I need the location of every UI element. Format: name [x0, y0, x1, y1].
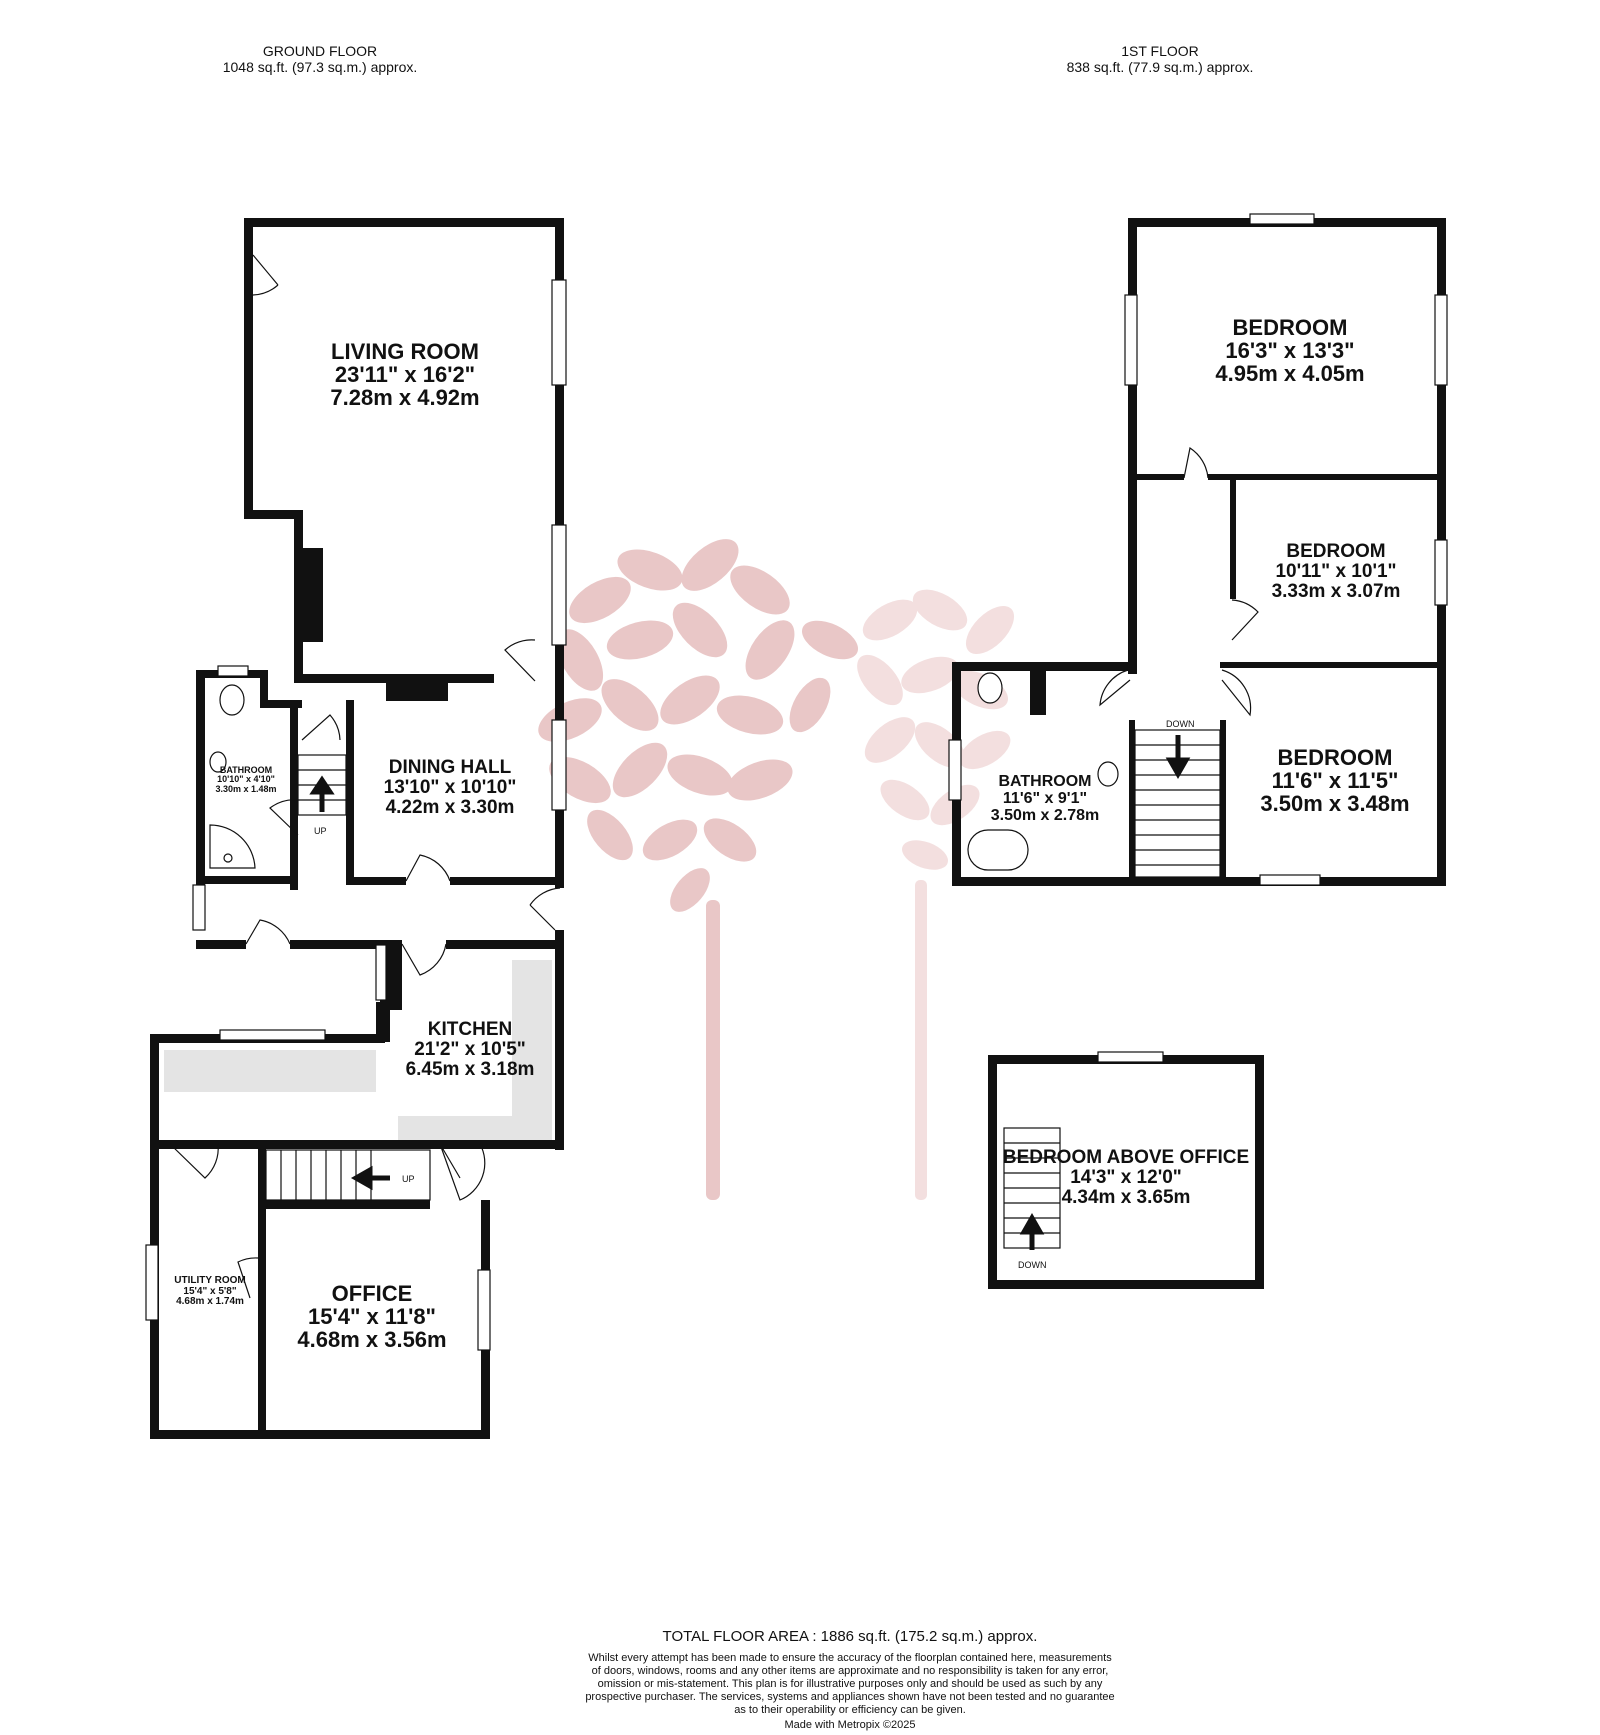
- room-metric: 3.30m x 1.48m: [215, 783, 277, 794]
- room-imperial: 11'6" x 9'1": [1002, 789, 1088, 807]
- stairs-up-label-1: UP: [314, 826, 327, 836]
- room-metric: 4.68m x 3.56m: [297, 1327, 447, 1353]
- room-bedroom-above-office: BEDROOM ABOVE OFFICE 14'3" x 12'0" 4.34m…: [997, 1148, 1255, 1208]
- stairs-down-label-2: DOWN: [1018, 1260, 1047, 1270]
- room-imperial: 10'10" x 4'10": [217, 774, 275, 785]
- room-metric: 4.22m x 3.30m: [385, 796, 515, 818]
- room-bedroom-3: BEDROOM 11'6" x 11'5" 3.50m x 3.48m: [1235, 746, 1435, 815]
- room-metric: 4.34m x 3.65m: [1061, 1186, 1191, 1208]
- room-first-bathroom: BATHROOM 11'6" x 9'1" 3.50m x 2.78m: [970, 773, 1120, 824]
- disclaimer-line: of doors, windows, rooms and any other i…: [591, 1665, 1109, 1677]
- ground-floor-title: GROUND FLOOR: [262, 43, 378, 59]
- room-bedroom-2: BEDROOM 10'11" x 10'1" 3.33m x 3.07m: [1246, 542, 1426, 602]
- first-floor-heading: 1ST FLOOR 838 sq.ft. (77.9 sq.m.) approx…: [1040, 43, 1280, 75]
- room-ground-bathroom: BATHROOM 10'10" x 4'10" 3.30m x 1.48m: [206, 765, 286, 794]
- first-floor-plan: [948, 213, 1448, 1289]
- room-name: BATHROOM: [998, 773, 1092, 790]
- room-utility-room: UTILITY ROOM 15'4" x 5'8" 4.68m x 1.74m: [160, 1275, 260, 1308]
- disclaimer-line: prospective purchaser. The services, sys…: [585, 1691, 1115, 1703]
- disclaimer: Whilst every attempt has been made to en…: [540, 1652, 1160, 1717]
- room-metric: 4.95m x 4.05m: [1215, 361, 1365, 387]
- room-imperial: 23'11" x 16'2": [334, 362, 476, 388]
- room-metric: 7.28m x 4.92m: [330, 385, 480, 411]
- ground-floor-heading: GROUND FLOOR 1048 sq.ft. (97.3 sq.m.) ap…: [200, 43, 440, 75]
- made-with-credit: Made with Metropix ©2025: [784, 1719, 916, 1731]
- room-dining-hall: DINING HALL 13'10" x 10'10" 4.22m x 3.30…: [360, 758, 540, 818]
- room-imperial: 11'6" x 11'5": [1271, 768, 1399, 794]
- room-metric: 3.50m x 3.48m: [1260, 791, 1410, 817]
- first-floor-area: 838 sq.ft. (77.9 sq.m.) approx.: [1066, 59, 1254, 75]
- room-name: BEDROOM ABOVE OFFICE: [1002, 1148, 1250, 1168]
- first-floor-title: 1ST FLOOR: [1121, 43, 1199, 59]
- stairs-up-icon-1: [297, 754, 347, 816]
- stairs-down-icon-2: [1003, 1127, 1061, 1250]
- room-metric: 3.50m x 2.78m: [990, 806, 1100, 824]
- room-metric: 3.33m x 3.07m: [1271, 580, 1401, 602]
- room-imperial: 21'2" x 10'5": [414, 1038, 526, 1060]
- room-metric: 6.45m x 3.18m: [405, 1058, 535, 1080]
- room-name: BEDROOM: [1232, 315, 1348, 340]
- room-imperial: 10'11" x 10'1": [1275, 560, 1397, 582]
- room-imperial: 16'3" x 13'3": [1225, 338, 1355, 364]
- room-name: KITCHEN: [427, 1019, 513, 1040]
- room-name: OFFICE: [331, 1281, 413, 1306]
- stairs-up-label-2: UP: [402, 1174, 415, 1184]
- room-imperial: 15'4" x 11'8": [308, 1304, 436, 1330]
- room-name: BEDROOM: [1277, 745, 1393, 770]
- room-name: DINING HALL: [388, 757, 512, 778]
- room-name: BATHROOM: [219, 765, 273, 775]
- disclaimer-line: omission or mis-statement. This plan is …: [597, 1678, 1103, 1690]
- stairs-down-icon-1: [1134, 729, 1221, 878]
- room-name: BEDROOM: [1286, 541, 1386, 562]
- stairs-up-icon-2: [265, 1149, 431, 1201]
- room-office: OFFICE 15'4" x 11'8" 4.68m x 3.56m: [272, 1282, 472, 1351]
- disclaimer-line: as to their operability or efficiency ca…: [734, 1704, 966, 1716]
- ground-floor-area: 1048 sq.ft. (97.3 sq.m.) approx.: [222, 59, 418, 75]
- tree-logo-icon: [538, 539, 1015, 1200]
- room-imperial: 13'10" x 10'10": [383, 776, 517, 798]
- ground-floor-plan: [145, 218, 567, 1439]
- room-kitchen: KITCHEN 21'2" x 10'5" 6.45m x 3.18m: [380, 1020, 560, 1080]
- room-bedroom-1: BEDROOM 16'3" x 13'3" 4.95m x 4.05m: [1185, 316, 1395, 385]
- room-name: UTILITY ROOM: [174, 1275, 246, 1286]
- room-living-room: LIVING ROOM 23'11" x 16'2" 7.28m x 4.92m: [300, 340, 510, 409]
- room-name: LIVING ROOM: [331, 339, 479, 364]
- room-imperial: 15'4" x 5'8": [183, 1285, 237, 1297]
- room-imperial: 14'3" x 12'0": [1070, 1166, 1182, 1188]
- disclaimer-line: Whilst every attempt has been made to en…: [588, 1652, 1112, 1664]
- total-floor-area: TOTAL FLOOR AREA : 1886 sq.ft. (175.2 sq…: [662, 1628, 1038, 1645]
- room-metric: 4.68m x 1.74m: [176, 1296, 244, 1307]
- stairs-down-label-1: DOWN: [1166, 719, 1195, 729]
